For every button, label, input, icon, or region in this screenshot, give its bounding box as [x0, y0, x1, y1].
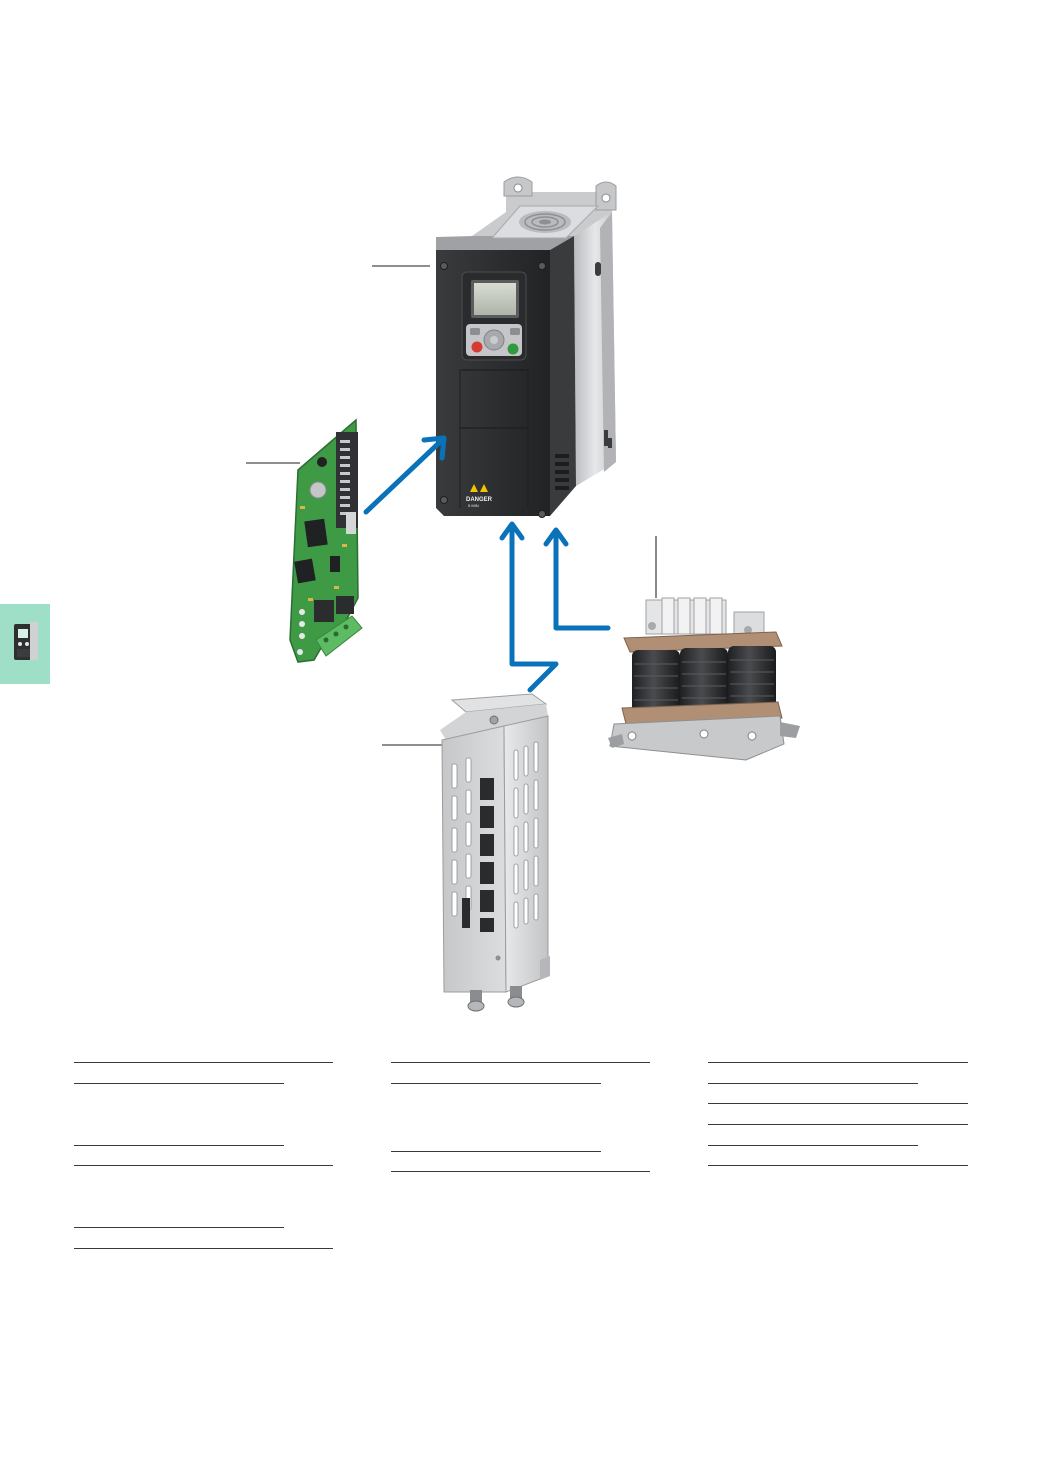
fan-grille — [490, 205, 600, 239]
choke-coil-1 — [632, 650, 680, 716]
section-side-tab[interactable] — [0, 604, 50, 684]
choke-terminal-block — [645, 597, 765, 639]
arrow-choke-to-drive — [553, 531, 611, 631]
brake-resistor — [440, 693, 550, 1012]
screw-terminal — [315, 615, 363, 657]
stop-button — [471, 341, 483, 353]
connection-arrows — [363, 435, 611, 693]
drive-unit-icon — [14, 622, 38, 660]
arrow-head-choke — [543, 527, 569, 547]
drive-lcd-display — [474, 283, 516, 315]
option-board — [289, 418, 363, 663]
danger-label: DANGER 5 MIN — [466, 484, 493, 508]
danger-sub-text: 5 MIN — [468, 503, 479, 508]
frequency-drive: DANGER 5 MIN — [436, 176, 617, 518]
line-choke — [608, 597, 800, 761]
arrow-resistor-to-drive — [509, 525, 559, 693]
arrow-option-board-to-drive — [363, 439, 443, 515]
danger-label-text: DANGER — [466, 497, 493, 503]
choke-coil-3 — [728, 646, 776, 716]
choke-coil-2 — [680, 648, 728, 716]
leader-lines — [246, 265, 657, 746]
arrow-head-resistor — [499, 521, 525, 541]
run-button — [507, 343, 519, 355]
arrow-head-option-board — [421, 435, 447, 461]
drive-keypad — [461, 271, 527, 361]
